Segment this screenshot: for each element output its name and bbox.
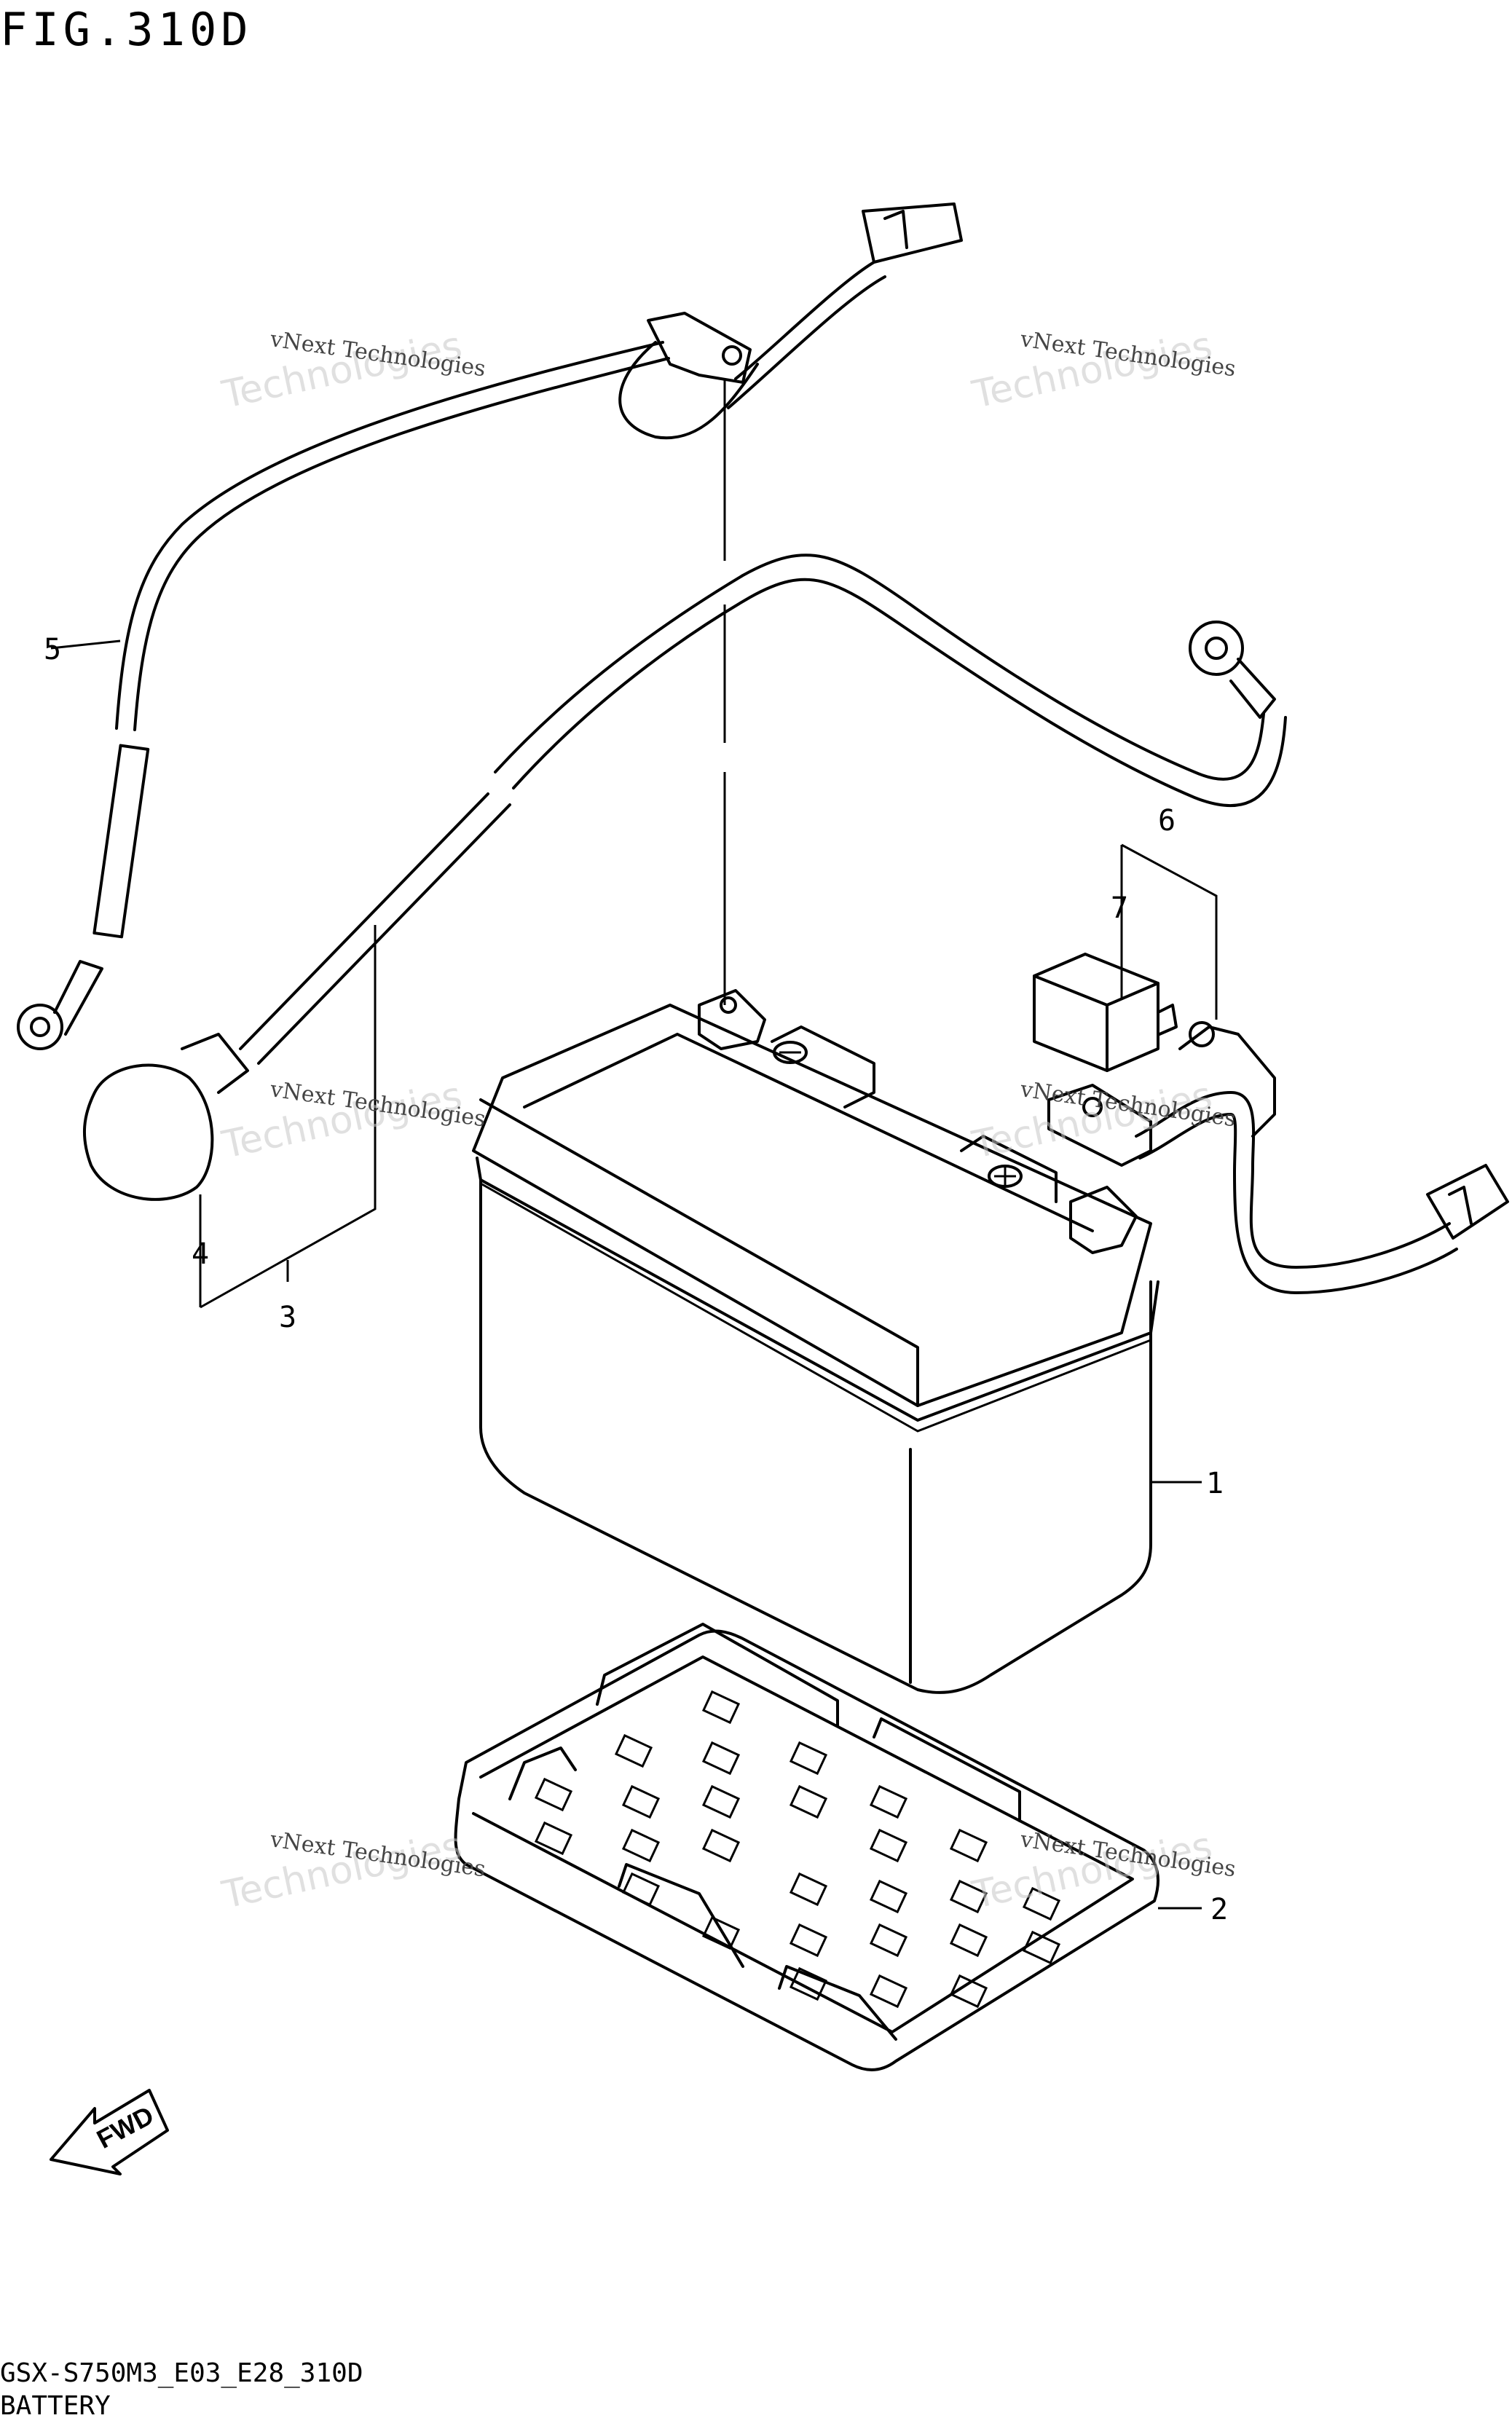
watermark-bottom-left: Technologies vNext Technologies bbox=[218, 1824, 487, 1918]
callout-3: 3 bbox=[279, 1301, 296, 1334]
watermark-top-left: Technologies vNext Technologies bbox=[218, 324, 487, 417]
bracket-3-4 bbox=[199, 925, 377, 1309]
fwd-label: FWD bbox=[92, 2100, 159, 2154]
callout-4: 4 bbox=[192, 1237, 209, 1271]
fwd-arrow: FWD bbox=[50, 2089, 169, 2175]
model-code: GSX-S750M3_E03_E28_310D bbox=[0, 2358, 363, 2388]
watermark-bottom-right: Technologies vNext Technologies bbox=[968, 1824, 1237, 1918]
figure-caption: BATTERY bbox=[0, 2391, 111, 2418]
callout-6: 6 bbox=[1158, 804, 1176, 838]
part-6-harness bbox=[1047, 1021, 1509, 1294]
part-5-cable bbox=[17, 202, 963, 1050]
figure-title: FIG.310D bbox=[0, 3, 253, 56]
part-1-battery bbox=[472, 989, 1159, 1694]
leader-5 bbox=[50, 639, 121, 650]
bracket-6-7 bbox=[1120, 843, 1218, 1020]
callout-1: 1 bbox=[1206, 1467, 1224, 1500]
part-4-cap bbox=[83, 1033, 249, 1201]
watermark-mid-left: Technologies vNext Technologies bbox=[218, 1074, 487, 1167]
part-2-tray bbox=[454, 1623, 1159, 2071]
watermark-mid-right: Technologies vNext Technologies bbox=[968, 1074, 1237, 1167]
callout-7: 7 bbox=[1111, 891, 1128, 925]
watermark-top-right: Technologies vNext Technologies bbox=[968, 324, 1237, 417]
part-7-relay bbox=[1033, 953, 1178, 1072]
callout-2: 2 bbox=[1210, 1893, 1228, 1926]
callout-5: 5 bbox=[44, 633, 61, 666]
part-3-cable bbox=[239, 554, 1287, 1065]
